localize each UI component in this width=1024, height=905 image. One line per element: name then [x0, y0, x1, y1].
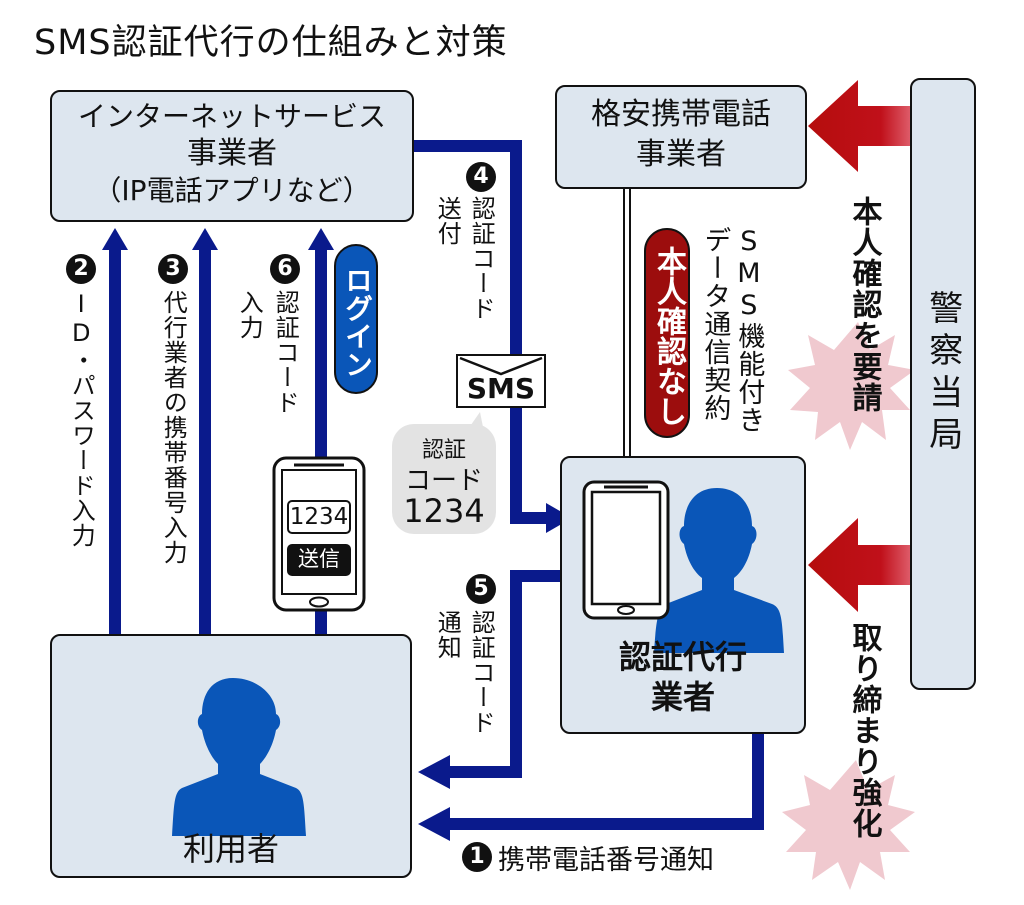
- contract-text-col1: SMS機能付き: [733, 226, 765, 434]
- burst-request: [788, 322, 915, 450]
- phone-code-field: 1234: [287, 500, 351, 534]
- contract-line: [623, 188, 631, 484]
- step-2-label: ID・パスワード入力: [67, 290, 96, 548]
- burst-enforce: [782, 760, 915, 890]
- police-action-request: 本人確認を要請: [846, 196, 882, 413]
- agent-person-icon: [654, 488, 784, 653]
- step-4-label-col2: 送付: [433, 196, 462, 246]
- police-label: 警察当局: [922, 290, 963, 458]
- sms-envelope-icon: SMS: [456, 354, 546, 408]
- step-4-label-col1: 認証コード: [467, 196, 496, 321]
- police-action-enforce: 取り締まり強化: [846, 622, 882, 839]
- sms-envelope-label: SMS: [466, 372, 536, 405]
- bubble-line1: 認証: [421, 438, 466, 463]
- step-5-label-col1: 認証コード: [467, 610, 496, 735]
- arrow-enforcement: [808, 518, 912, 612]
- step-3-badge: 3: [158, 254, 188, 284]
- arrows-up: [102, 228, 334, 634]
- agent-line1: 認証代行: [618, 638, 747, 676]
- node-user: 利用者: [50, 634, 412, 878]
- internet-provider-line1: インターネットサービス: [77, 100, 386, 133]
- login-badge: ログイン: [334, 244, 378, 394]
- node-mvno: 格安携帯電話 事業者: [555, 85, 807, 189]
- arrow-step-4: [412, 140, 572, 533]
- internet-provider-line3: （IP電話アプリなど）: [93, 174, 371, 207]
- phone-send-button: 送信: [287, 544, 351, 576]
- arrow-request-id-check: [808, 80, 912, 172]
- node-internet-provider: インターネットサービス 事業者 （IP電話アプリなど）: [50, 90, 414, 222]
- no-id-check-badge: 本人確認なし: [644, 228, 690, 438]
- step-4-badge: 4: [466, 162, 496, 192]
- step-3-label: 代行業者の携帯番号入力: [159, 290, 188, 565]
- arrow-step-1: [418, 730, 764, 841]
- bubble-tail: [466, 412, 484, 432]
- step-6-label-col2: 入力: [235, 290, 264, 340]
- mvno-line2: 事業者: [636, 137, 726, 172]
- step-1-badge: 1: [462, 842, 492, 872]
- step-6-label-col1: 認証コード: [271, 290, 300, 415]
- mvno-line1: 格安携帯電話: [591, 97, 771, 132]
- step-1-label: 携帯電話番号通知: [498, 845, 714, 876]
- bubble-line2: コード: [404, 466, 483, 496]
- step-5-label-col2: 通知: [433, 610, 462, 660]
- user-person-icon: [172, 678, 306, 836]
- agent-line2: 業者: [650, 678, 715, 716]
- node-agent: 認証代行 業者: [560, 456, 806, 734]
- code-speech-bubble: 認証 コード 1234: [392, 412, 496, 534]
- diagram-title: SMS認証代行の仕組みと対策: [34, 23, 508, 63]
- contract-text-col2: データ通信契約: [699, 226, 731, 422]
- node-police: 警察当局: [910, 78, 976, 690]
- user-label: 利用者: [182, 830, 279, 868]
- step-5-badge: 5: [466, 574, 496, 604]
- bubble-line3: 1234: [403, 492, 485, 530]
- internet-provider-line2: 事業者: [187, 136, 277, 171]
- step-6-badge: 6: [270, 254, 300, 284]
- envelope-flap: [459, 356, 543, 376]
- step-2-badge: 2: [66, 254, 96, 284]
